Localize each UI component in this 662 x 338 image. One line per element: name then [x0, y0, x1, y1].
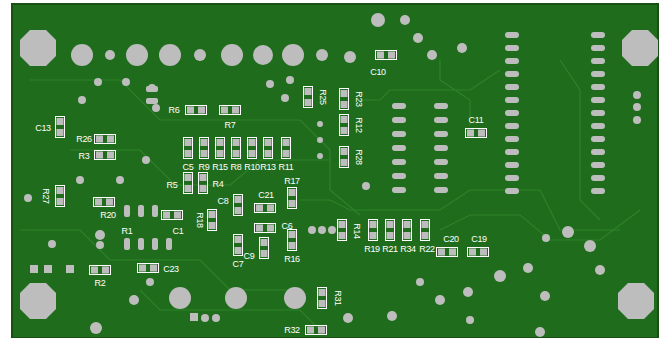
board-copper	[12, 4, 658, 338]
reference-designator: R15	[212, 163, 228, 172]
reference-designator: R17	[284, 177, 300, 186]
reference-designator: C5	[183, 163, 194, 172]
reference-designator: R18	[195, 212, 204, 228]
reference-designator: C7	[233, 260, 244, 269]
reference-designator: C11	[469, 116, 484, 125]
reference-designator: C8	[218, 197, 229, 206]
reference-designator: R19	[364, 245, 380, 254]
reference-designator: R25	[318, 89, 327, 105]
reference-designator: R23	[354, 91, 363, 107]
reference-designator: R14	[352, 223, 361, 239]
reference-designator: R8	[231, 163, 242, 172]
reference-designator: R27	[41, 188, 50, 204]
reference-designator: R4	[213, 180, 224, 189]
ic-pins	[392, 32, 605, 198]
mounting-pads	[20, 30, 658, 319]
reference-designator: R7	[225, 121, 236, 130]
reference-designator: C19	[471, 235, 487, 244]
reference-designator: C13	[35, 124, 51, 133]
reference-designator: R2	[95, 279, 106, 288]
reference-designator: R5	[167, 181, 178, 190]
reference-designator: R31	[333, 290, 342, 306]
reference-designator: C1	[173, 227, 184, 236]
square-pads	[30, 86, 198, 321]
reference-designator: R34	[400, 245, 416, 254]
reference-designator: C6	[282, 222, 293, 231]
reference-designator: R10	[244, 163, 260, 172]
reference-designator: R3	[79, 152, 90, 161]
component-footprints	[56, 51, 489, 335]
reference-designator: C21	[258, 191, 274, 200]
reference-designator: R32	[284, 326, 300, 335]
reference-designator: C23	[163, 265, 179, 274]
reference-designator: R22	[419, 245, 435, 254]
reference-designator: R26	[76, 135, 92, 144]
reference-designator: C9	[244, 252, 255, 261]
reference-designator: R12	[354, 117, 363, 133]
through-hole-pads	[24, 13, 641, 337]
reference-designator: R1	[122, 227, 133, 236]
copper-traces	[20, 60, 640, 330]
reference-designator: C10	[370, 68, 386, 77]
reference-designator: R16	[284, 255, 300, 264]
reference-designator: R28	[354, 149, 363, 165]
reference-designator: R21	[382, 245, 398, 254]
reference-designator: R20	[100, 211, 116, 220]
reference-designator: R6	[169, 106, 180, 115]
reference-designator: C20	[443, 235, 459, 244]
board-edge	[12, 4, 658, 338]
reference-designator: R9	[199, 163, 210, 172]
reference-designator: R13	[260, 163, 276, 172]
reference-designator: R11	[279, 163, 294, 172]
